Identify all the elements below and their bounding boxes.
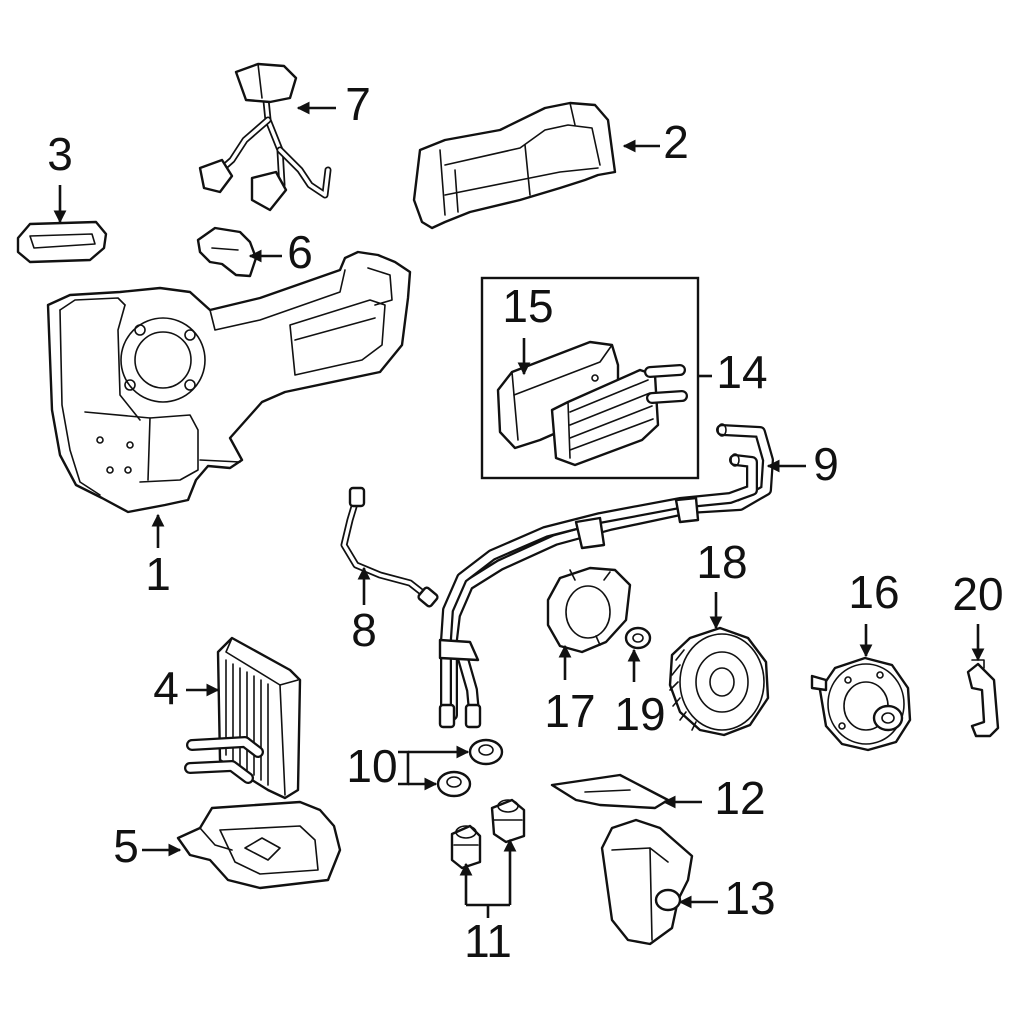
leader-lines — [53, 101, 985, 918]
part-8-sensor — [340, 486, 439, 608]
callout-10: 10 — [346, 740, 397, 792]
part-1-heater-housing — [46, 250, 412, 514]
part-12-bracket — [550, 773, 670, 810]
part-20-clip — [966, 659, 1000, 738]
part-16-blower-motor — [810, 656, 912, 752]
part-2-air-duct — [412, 101, 617, 230]
part-5-evaporator-case — [176, 800, 342, 890]
part-4-evaporator-core — [184, 636, 302, 800]
callout-8: 8 — [351, 604, 377, 656]
callout-7: 7 — [345, 78, 371, 130]
callout-19: 19 — [614, 688, 665, 740]
callout-labels: 1 2 3 4 5 6 7 8 9 10 11 12 13 14 15 16 1… — [47, 78, 1003, 967]
part-11-drain-grommets — [450, 798, 526, 870]
part-13-actuator — [600, 818, 694, 946]
callout-18: 18 — [696, 536, 747, 588]
callout-14: 14 — [716, 346, 767, 398]
callout-12: 12 — [714, 772, 765, 824]
part-10-grommets — [436, 738, 504, 798]
part-7-wiring-harness — [198, 62, 332, 212]
callout-20: 20 — [952, 568, 1003, 620]
callout-13: 13 — [724, 872, 775, 924]
callout-3: 3 — [47, 128, 73, 180]
callout-16: 16 — [848, 566, 899, 618]
callout-4: 4 — [153, 662, 179, 714]
leader-10-bracket — [398, 750, 410, 786]
callout-15: 15 — [502, 280, 553, 332]
part-19-washer — [624, 626, 652, 650]
part-18-blower-wheel — [668, 626, 770, 737]
part-3-seal — [16, 220, 108, 264]
callout-6: 6 — [287, 226, 313, 278]
callout-11: 11 — [464, 915, 512, 967]
callout-9: 9 — [813, 438, 839, 490]
part-17-blower-mount — [546, 566, 632, 654]
callout-17: 17 — [544, 685, 595, 737]
callout-5: 5 — [113, 820, 139, 872]
callout-1: 1 — [145, 548, 171, 600]
part-6-resistor — [196, 226, 258, 278]
callout-2: 2 — [663, 116, 689, 168]
